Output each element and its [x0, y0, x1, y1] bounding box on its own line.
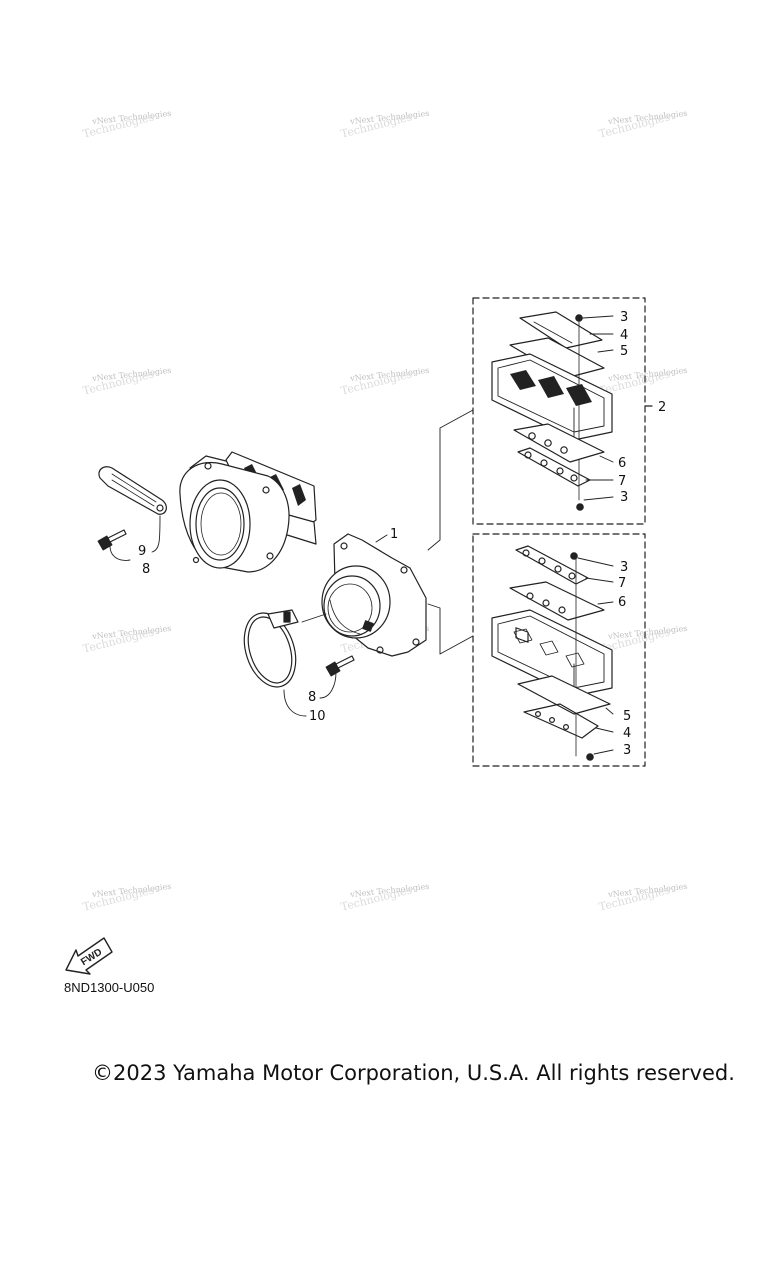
label-upper-6: 6 — [618, 456, 626, 471]
label-part-1: 1 — [390, 527, 398, 542]
label-upper-3b: 3 — [620, 490, 628, 505]
label-lower-7: 7 — [618, 576, 626, 591]
label-lower-6: 6 — [618, 595, 626, 610]
connector-lower — [427, 603, 474, 655]
fwd-arrow-icon: FWD — [65, 937, 113, 975]
reed-petal-lower — [517, 675, 611, 715]
reed-valve-group-upper-box — [472, 297, 646, 525]
reed-valve-assembly-upper — [491, 311, 613, 511]
leader-lines-upper — [582, 315, 614, 501]
bolt-upper — [97, 529, 127, 551]
screw-upper-top — [575, 314, 583, 322]
label-part-9: 9 — [138, 544, 146, 559]
label-upper-7: 7 — [618, 474, 626, 489]
screw-lower-top — [570, 552, 578, 560]
screw-lower-bottom — [586, 753, 594, 761]
connector-upper — [427, 409, 474, 551]
reed-valve-assembly-lower — [491, 545, 613, 761]
label-lower-3a: 3 — [620, 560, 628, 575]
stopper-plate-lower — [523, 703, 599, 739]
screw-upper-bottom — [576, 503, 584, 511]
label-lower-4: 4 — [623, 726, 631, 741]
reed-valve-group-lower-box — [472, 533, 646, 767]
label-lower-3b: 3 — [623, 743, 631, 758]
label-upper-4: 4 — [620, 328, 628, 343]
label-part-8-upper: 8 — [142, 562, 150, 577]
reed-plate-upper — [513, 423, 605, 463]
bolt-lower — [325, 655, 355, 677]
label-upper-2: 2 — [658, 400, 666, 415]
leader-lines-lower — [577, 557, 614, 755]
stopper-lower — [515, 545, 589, 585]
label-part-8-lower: 8 — [308, 690, 316, 705]
bracket-part-9 — [98, 466, 167, 515]
label-upper-5: 5 — [620, 344, 628, 359]
label-upper-3a: 3 — [620, 310, 628, 325]
label-part-10: 10 — [309, 709, 326, 724]
leader-lines-main — [109, 515, 388, 717]
stopper-plate-upper — [519, 311, 603, 349]
hose-clamp-part-10 — [243, 609, 299, 688]
intake-manifold-part-1 — [321, 533, 427, 657]
figure-code: 8ND1300-U050 — [64, 980, 155, 995]
copyright-notice: ©2023 Yamaha Motor Corporation, U.S.A. A… — [92, 1061, 735, 1085]
label-lower-5: 5 — [623, 709, 631, 724]
intake-body — [179, 451, 317, 573]
reed-plate-lower — [509, 581, 605, 621]
